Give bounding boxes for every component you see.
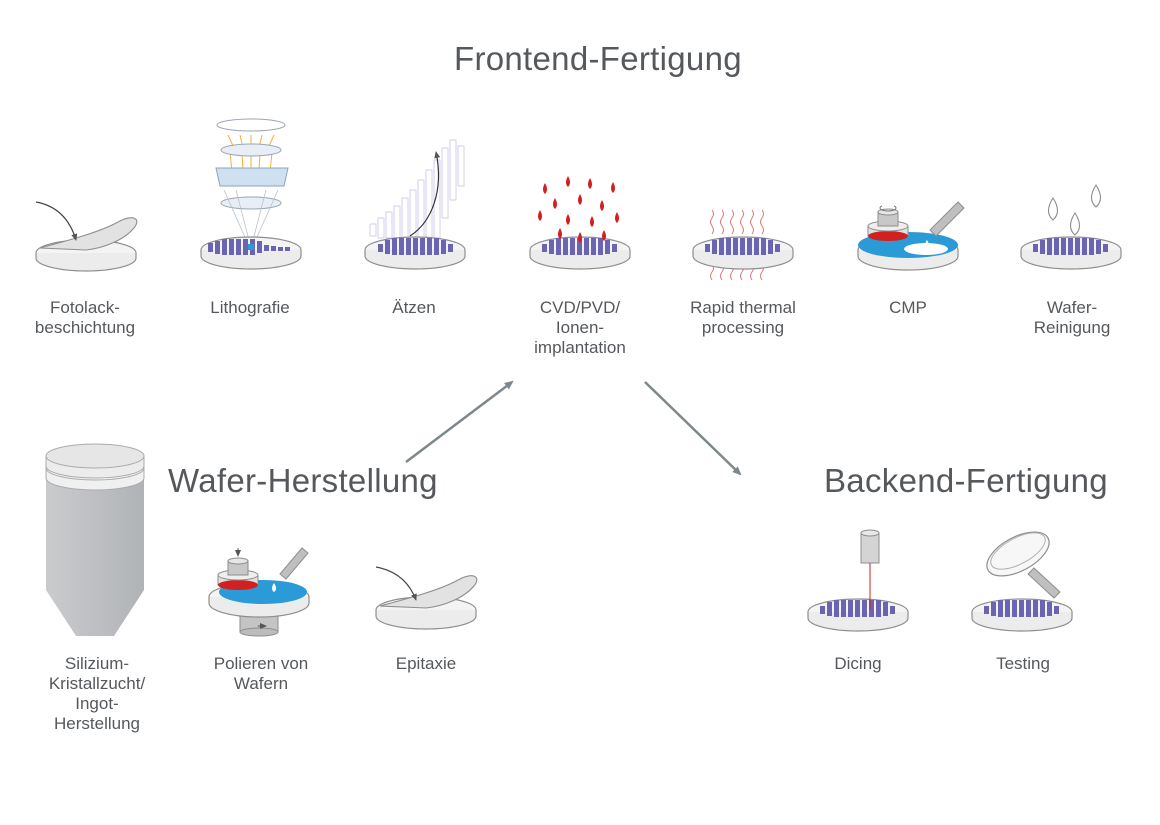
step-label-reinigung: Wafer-Reinigung [1033, 298, 1111, 337]
dicing-icon [807, 529, 909, 632]
step-label-testing: Testing [996, 654, 1050, 673]
flow-arrow-frontend-to-backend [644, 381, 742, 476]
ingot-icon [45, 443, 145, 636]
step-label-dicing: Dicing [834, 654, 882, 673]
testing-icon [971, 531, 1073, 632]
step-label-lithografie: Lithografie [210, 298, 290, 317]
step-label-cmp: CMP [889, 298, 927, 317]
wafer-polishing-icon [208, 547, 310, 637]
step-label-fotolack: Fotolack-beschichtung [34, 298, 136, 337]
step-label-epitaxie: Epitaxie [395, 654, 457, 673]
backend-title: Backend-Fertigung [824, 462, 1108, 499]
cmp-icon [857, 201, 965, 271]
etching-icon [364, 139, 466, 270]
step-label-aetzen: Ätzen [392, 298, 436, 317]
photoresist-coating-icon [35, 201, 138, 272]
step-label-cvd: CVD/PVD/Ionen-implantation [534, 298, 626, 357]
lithography-icon [200, 118, 302, 270]
epitaxy-icon [375, 566, 478, 630]
step-label-ingot: Silizium-Kristallzucht/Ingot-Herstellung [48, 654, 146, 733]
flow-arrow-wafer-to-frontend [405, 380, 514, 463]
rapid-thermal-icon [692, 209, 794, 281]
wafer-title: Wafer-Herstellung [168, 462, 438, 499]
frontend-title: Frontend-Fertigung [454, 40, 742, 77]
deposition-implantation-icon [529, 176, 631, 270]
wafer-cleaning-icon [1020, 183, 1122, 270]
